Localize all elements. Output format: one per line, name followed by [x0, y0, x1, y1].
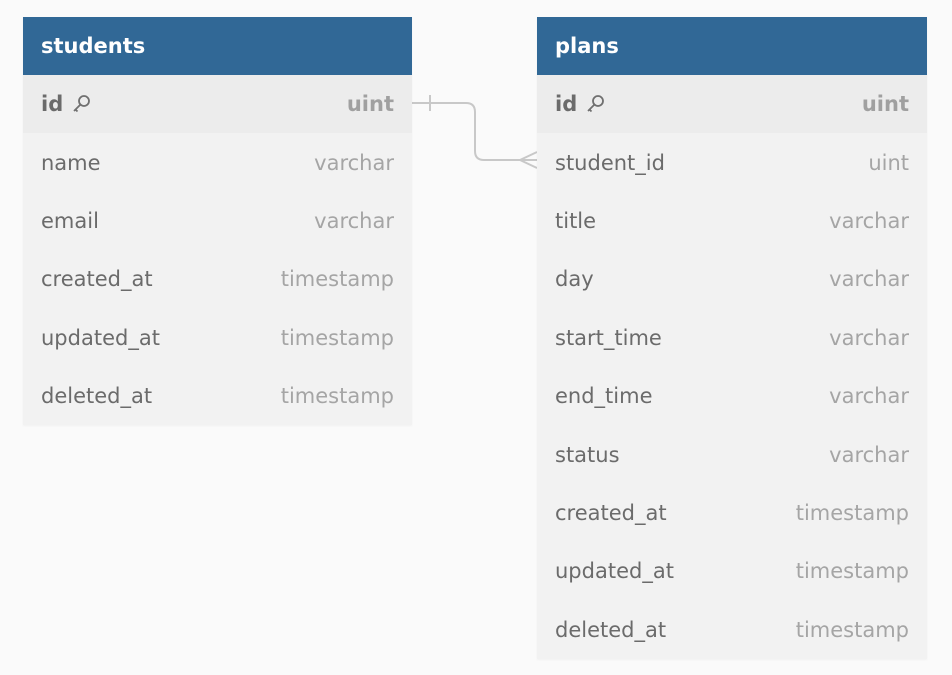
plans-table-header[interactable]: plans	[537, 17, 927, 75]
column-type: uint	[868, 150, 909, 175]
column-name-cell: day	[555, 267, 594, 291]
column-type: varchar	[829, 442, 909, 467]
column-name-cell: id	[41, 92, 91, 116]
column-name-cell: deleted_at	[555, 618, 666, 642]
column-name-cell: name	[41, 151, 101, 175]
column-type: varchar	[829, 267, 909, 292]
table-row[interactable]: created_at timestamp	[537, 484, 927, 542]
column-name: updated_at	[555, 559, 674, 584]
column-type: uint	[346, 92, 394, 117]
table-row[interactable]: title varchar	[537, 192, 927, 250]
table-row[interactable]: id uint	[23, 75, 412, 134]
column-type: timestamp	[280, 325, 394, 350]
table-row[interactable]: student_id uint	[537, 133, 927, 191]
column-type: varchar	[829, 208, 909, 233]
column-type: varchar	[829, 325, 909, 350]
table-row[interactable]: updated_at timestamp	[23, 309, 412, 367]
column-name-cell: created_at	[555, 501, 667, 525]
column-name: created_at	[555, 500, 667, 525]
column-type: timestamp	[795, 559, 909, 584]
many-cardinality-mark	[519, 151, 538, 169]
column-name-cell: updated_at	[41, 326, 160, 350]
column-name-cell: created_at	[41, 267, 153, 291]
column-type: varchar	[314, 150, 394, 175]
table-row[interactable]: status varchar	[537, 425, 927, 483]
column-name-cell: end_time	[555, 384, 653, 408]
table-row[interactable]: name varchar	[23, 133, 412, 191]
column-name: created_at	[41, 267, 153, 292]
column-type: timestamp	[280, 267, 394, 292]
column-name: updated_at	[41, 325, 160, 350]
table-row[interactable]: end_time varchar	[537, 367, 927, 425]
column-name: name	[41, 150, 101, 175]
column-type: varchar	[314, 208, 394, 233]
column-name: day	[555, 267, 594, 292]
column-name: id	[555, 92, 578, 117]
table-row[interactable]: deleted_at timestamp	[23, 367, 412, 425]
table-row[interactable]: day varchar	[537, 250, 927, 308]
column-name: start_time	[555, 325, 662, 350]
column-name-cell: start_time	[555, 326, 662, 350]
table-row[interactable]: start_time varchar	[537, 309, 927, 367]
column-name-cell: deleted_at	[41, 384, 152, 408]
key-icon	[585, 94, 605, 114]
students-table[interactable]: students id uint name varchar email varchar cr…	[23, 17, 412, 426]
column-name: id	[41, 92, 64, 117]
column-name: end_time	[555, 384, 653, 409]
column-name: deleted_at	[41, 384, 153, 409]
column-name-cell: status	[555, 443, 620, 467]
table-row[interactable]: email varchar	[23, 192, 412, 250]
students-table-header[interactable]: students	[23, 17, 412, 75]
table-row[interactable]: id uint	[537, 75, 927, 134]
relationship-path	[412, 102, 537, 161]
column-name-cell: title	[555, 209, 596, 233]
column-type: varchar	[829, 384, 909, 409]
column-type: uint	[861, 92, 909, 117]
table-row[interactable]: created_at timestamp	[23, 250, 412, 308]
column-type: timestamp	[795, 617, 909, 642]
column-type: timestamp	[795, 500, 909, 525]
column-name: deleted_at	[555, 617, 667, 642]
column-name: title	[555, 208, 597, 233]
table-row[interactable]: updated_at timestamp	[537, 542, 927, 600]
column-type: timestamp	[280, 384, 394, 409]
column-name: email	[41, 208, 99, 233]
column-name: student_id	[555, 150, 665, 175]
column-name: status	[555, 442, 620, 467]
column-name-cell: student_id	[555, 151, 665, 175]
column-name-cell: id	[555, 92, 605, 116]
column-name-cell: email	[41, 209, 99, 233]
key-icon	[71, 94, 91, 114]
column-name-cell: updated_at	[555, 559, 674, 583]
table-row[interactable]: deleted_at timestamp	[537, 601, 927, 659]
